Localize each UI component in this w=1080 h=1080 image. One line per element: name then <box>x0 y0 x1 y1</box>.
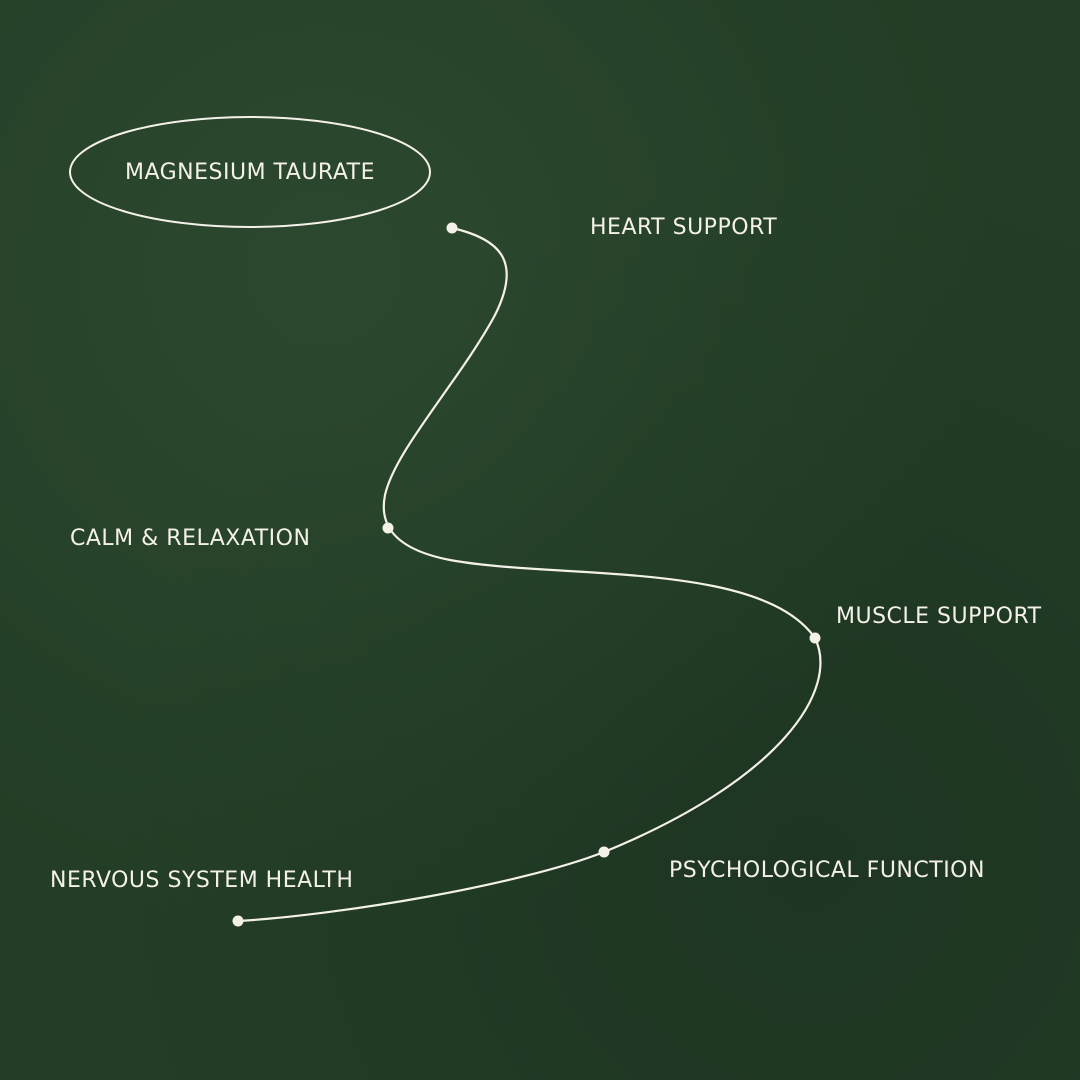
node-dot-muscle-support <box>809 632 821 644</box>
node-dot-nervous-system-health <box>232 915 244 927</box>
label-calm-relaxation: CALM & RELAXATION <box>70 526 311 551</box>
label-heart-support: HEART SUPPORT <box>590 215 778 240</box>
node-dot-psychological-function <box>598 846 610 858</box>
connector-curve <box>236 226 822 923</box>
node-dot-heart-support <box>446 222 458 234</box>
title-ellipse <box>69 116 431 228</box>
label-muscle-support: MUSCLE SUPPORT <box>836 604 1042 629</box>
label-psychological-function: PSYCHOLOGICAL FUNCTION <box>669 858 985 883</box>
title-badge: MAGNESIUM TAURATE <box>70 116 430 228</box>
node-dot-calm-relaxation <box>382 522 394 534</box>
title-text: MAGNESIUM TAURATE <box>124 159 376 185</box>
label-nervous-system-health: NERVOUS SYSTEM HEALTH <box>50 868 354 893</box>
